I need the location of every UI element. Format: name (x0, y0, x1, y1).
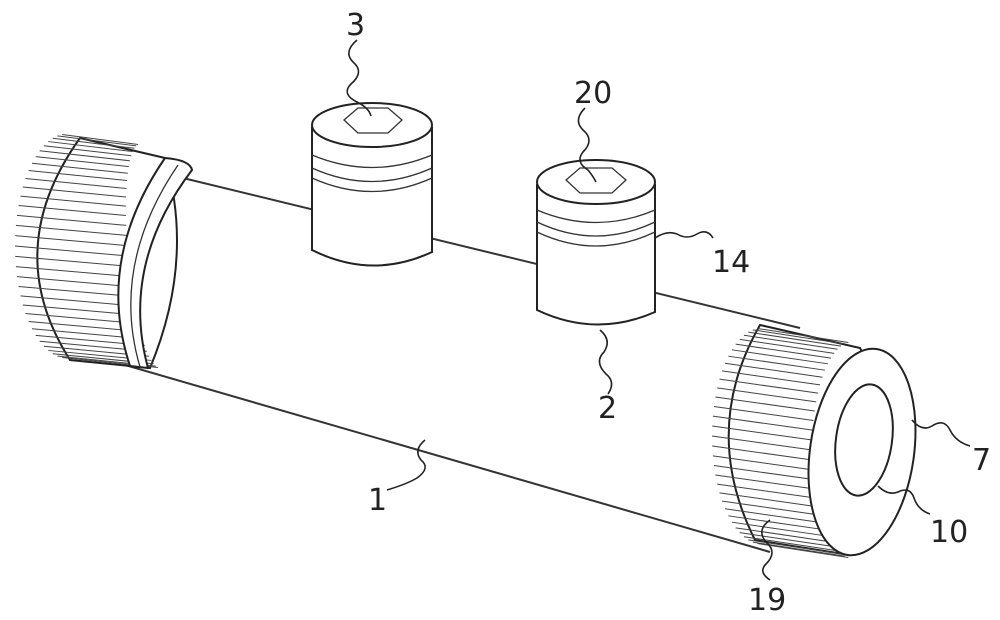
plug-left (312, 103, 432, 266)
label-knurled-cap: 19 (748, 583, 786, 618)
label-hex-socket: 20 (574, 76, 612, 111)
tube-body (125, 170, 800, 552)
label-plug-left: 3 (346, 8, 365, 43)
label-tube: 1 (368, 483, 387, 518)
label-end-cap-bore: 10 (930, 515, 968, 550)
label-seal-ring: 14 (712, 245, 750, 280)
plug-right (537, 160, 655, 325)
label-end-cap-face: 7 (972, 443, 991, 478)
label-plug-right: 2 (598, 391, 617, 426)
